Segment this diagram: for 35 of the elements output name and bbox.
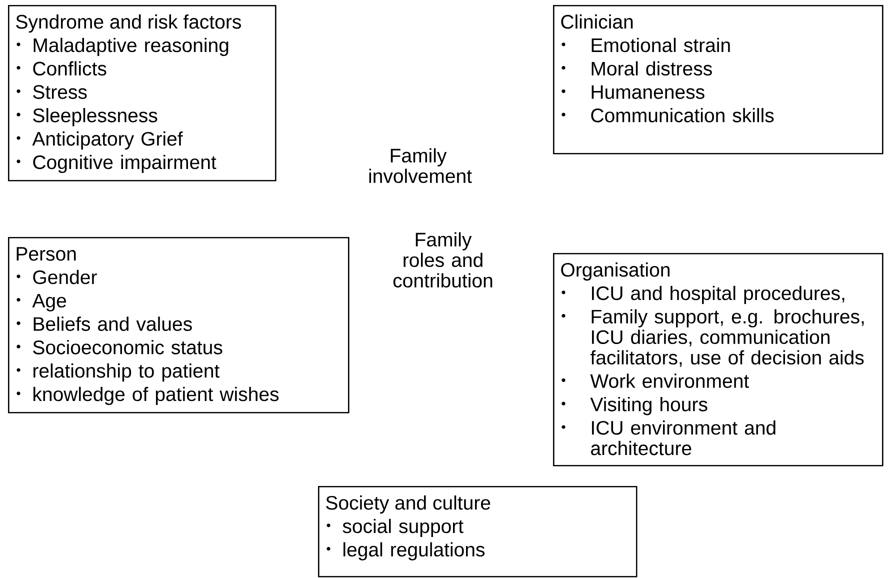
text-box xyxy=(8,237,350,414)
bullet-item: Sleeplessness xyxy=(16,108,158,126)
bullet-item: social support xyxy=(326,518,464,537)
bullet-item: Stress xyxy=(16,85,87,99)
bullet-item: Work environment xyxy=(562,374,749,388)
bullet-item: Humaneness xyxy=(562,85,704,99)
bullet-item: Socioeconomic status xyxy=(16,340,222,354)
bullet-item: ICU environment and architecture xyxy=(562,420,776,456)
bullet-item: Beliefs and values xyxy=(16,316,192,331)
bullet-item: Family support, e.g. brochures, ICU diaries, communication facilitators, use of decision aids xyxy=(562,309,864,367)
box-heading: Society and culture xyxy=(326,495,490,514)
bullet-item: Moral distress xyxy=(562,61,712,76)
bullet-item: Maladaptive reasoning xyxy=(16,38,228,56)
bullet-item: knowledge of patient wishes xyxy=(16,386,279,405)
bullet-item: Visiting hours xyxy=(562,397,708,416)
bullet-item: ICU and hospital procedures, xyxy=(562,286,844,304)
box-heading: Organisation xyxy=(561,262,670,281)
bullet-item: Conflicts xyxy=(16,61,106,76)
bullet-item: legal regulations xyxy=(326,542,485,560)
bullet-item: Communication skills xyxy=(562,108,774,122)
bullet-item: Cognitive impairment xyxy=(16,154,216,173)
bullet-item: relationship to patient xyxy=(16,363,220,382)
bullet-item: Age xyxy=(16,294,66,312)
box-heading: Person xyxy=(16,247,76,261)
center-label: Family roles and contribution xyxy=(393,232,492,288)
bullet-item: Gender xyxy=(16,270,97,284)
text-box xyxy=(553,5,884,154)
bullet-item: Emotional strain xyxy=(562,38,730,52)
box-heading: Clinician xyxy=(561,14,633,29)
text-box xyxy=(8,5,276,182)
center-label: Family involvement xyxy=(369,148,472,184)
bullet-item: Anticipatory Grief xyxy=(16,131,183,150)
text-box xyxy=(318,486,638,578)
text-box xyxy=(553,253,884,466)
box-heading: Syndrome and risk factors xyxy=(16,14,241,33)
